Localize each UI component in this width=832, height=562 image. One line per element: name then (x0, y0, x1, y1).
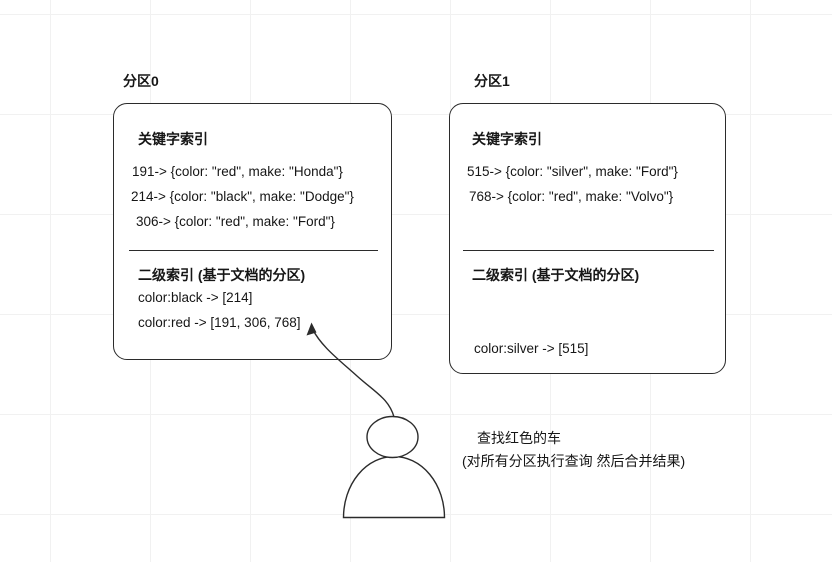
partition-1-label: 分区1 (474, 73, 510, 89)
arrowhead-icon (306, 322, 317, 336)
secondary-index-title: 二级索引 (基于文档的分区) (138, 267, 306, 283)
secondary-index-title: 二级索引 (基于文档的分区) (472, 267, 640, 283)
secondary-index-row: color:silver -> [515] (474, 341, 589, 356)
secondary-index-row: color:black -> [214] (138, 290, 253, 305)
partition-0-card[interactable]: 关键字索引 191-> {color: "red", make: "Honda"… (113, 103, 392, 360)
person-head (366, 415, 419, 459)
query-arrow[interactable] (306, 322, 395, 418)
keyword-index-row: 306-> {color: "red", make: "Ford"} (136, 214, 335, 229)
query-arrow-curve (311, 328, 395, 418)
keyword-index-row: 214-> {color: "black", make: "Dodge"} (131, 189, 354, 204)
keyword-index-row: 515-> {color: "silver", make: "Ford"} (467, 164, 678, 179)
person-figure[interactable] (342, 415, 446, 519)
person-body (342, 455, 446, 519)
index-divider (463, 250, 714, 251)
keyword-index-row: 768-> {color: "red", make: "Volvo"} (469, 189, 674, 204)
keyword-index-title: 关键字索引 (138, 131, 208, 147)
partition-0-label: 分区0 (123, 73, 159, 89)
keyword-index-row: 191-> {color: "red", make: "Honda"} (132, 164, 343, 179)
index-divider (129, 250, 378, 251)
query-annotation-line2: (对所有分区执行查询 然后合并结果) (462, 453, 686, 469)
query-annotation-line1: 查找红色的车 (477, 430, 561, 446)
partition-1-card[interactable]: 关键字索引 515-> {color: "silver", make: "For… (449, 103, 726, 374)
secondary-index-row: color:red -> [191, 306, 768] (138, 315, 301, 330)
keyword-index-title: 关键字索引 (472, 131, 542, 147)
